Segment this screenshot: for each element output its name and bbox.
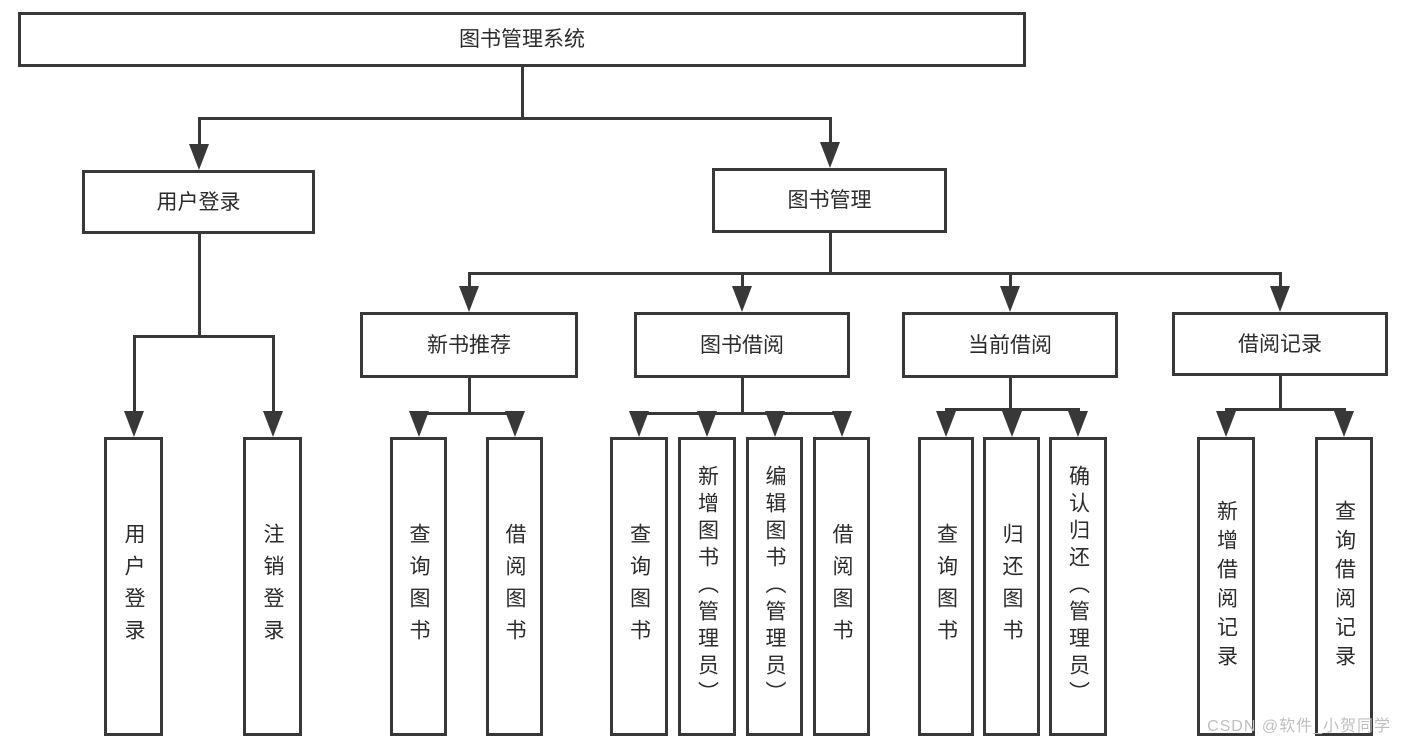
leaf-query-books-2-label: 查询图书	[627, 522, 651, 651]
connector-drop-leaf-log-query	[1343, 408, 1346, 411]
connector-drop-leaf-cur-return	[1011, 408, 1014, 411]
arrowhead-recommend	[459, 286, 479, 312]
arrowhead-leaf-cur-confirm	[1068, 411, 1088, 437]
connector-bar-records	[1225, 408, 1346, 411]
connector-bar-borrowing	[638, 412, 844, 415]
arrowhead-leaf-rec-borrow	[505, 411, 525, 437]
connector-bar-recommend	[418, 412, 517, 415]
leaf-query-books-3-label: 查询图书	[934, 522, 958, 651]
arrowhead-leaf-rec-query	[409, 411, 429, 437]
leaf-user-login: 用户登录	[104, 437, 163, 736]
arrowhead-leaf-user-login	[124, 411, 144, 437]
connector-stem-mgmt	[829, 233, 832, 272]
connector-stem-borrowing	[741, 378, 744, 412]
leaf-user-login-label: 用户登录	[122, 522, 145, 651]
leaf-borrow-books-1: 借阅图书	[486, 437, 543, 736]
connector-stem-records	[1279, 376, 1282, 408]
csdn-watermark: CSDN @软件_小贺同学	[1207, 718, 1391, 735]
leaf-borrow-books-2: 借阅图书	[813, 437, 870, 736]
arrowhead-leaf-logout	[263, 411, 283, 437]
leaf-borrow-books-2-label: 借阅图书	[830, 522, 853, 651]
node-borrowing-records: 借阅记录	[1172, 312, 1388, 376]
connector-drop-mgmt	[829, 117, 832, 142]
node-user-login: 用户登录	[82, 170, 315, 234]
leaf-query-borrow-record: 查询借阅记录	[1315, 437, 1373, 736]
connector-stem-login	[198, 234, 201, 335]
node-current-borrowing-label: 当前借阅	[968, 333, 1052, 357]
node-book-management: 图书管理	[712, 168, 947, 233]
node-book-borrowing: 图书借阅	[634, 312, 850, 378]
connector-bar-root	[198, 117, 832, 120]
connector-drop-recommend	[468, 272, 471, 286]
leaf-logout-label: 注销登录	[261, 522, 284, 651]
leaf-borrow-books-1-label: 借阅图书	[503, 522, 526, 651]
leaf-add-borrow-record-label: 新增借阅记录	[1214, 499, 1238, 674]
arrowhead-leaf-log-add	[1216, 411, 1236, 437]
leaf-query-borrow-record-label: 查询借阅记录	[1332, 499, 1356, 674]
leaf-query-books-2: 查询图书	[610, 437, 668, 736]
arrowhead-leaf-cur-return	[1002, 411, 1022, 437]
arrowhead-login	[189, 144, 209, 170]
node-library-system-label: 图书管理系统	[459, 28, 585, 51]
leaf-return-books-label: 归还图书	[1000, 522, 1023, 651]
connector-drop-records	[1279, 272, 1282, 286]
leaf-add-books-admin-label: 新增图书（管理员）	[695, 465, 719, 708]
node-new-book-recommend-label: 新书推荐	[427, 333, 511, 357]
leaf-return-books: 归还图书	[983, 437, 1040, 736]
arrowhead-borrowing	[732, 286, 752, 312]
connector-stem-root	[521, 67, 524, 117]
leaf-add-borrow-record: 新增借阅记录	[1197, 437, 1255, 736]
node-user-login-label: 用户登录	[156, 190, 241, 214]
leaf-logout: 注销登录	[243, 437, 302, 736]
leaf-confirm-return-admin-label: 确认归还（管理员）	[1066, 465, 1090, 708]
connector-drop-leaf-cur-confirm	[1077, 408, 1080, 411]
node-borrowing-records-label: 借阅记录	[1238, 332, 1322, 356]
connector-bar-mgmt	[468, 272, 1282, 275]
arrowhead-leaf-bor-add	[697, 411, 717, 437]
node-current-borrowing: 当前借阅	[902, 312, 1118, 378]
arrowhead-leaf-bor-edit	[765, 411, 785, 437]
arrowhead-current	[1000, 286, 1020, 312]
connector-drop-login	[198, 117, 201, 144]
leaf-add-books-admin: 新增图书（管理员）	[678, 437, 736, 736]
arrowhead-leaf-bor-borrow	[832, 411, 852, 437]
arrowhead-leaf-cur-query	[936, 411, 956, 437]
node-book-borrowing-label: 图书借阅	[700, 333, 784, 357]
arrowhead-leaf-log-query	[1334, 411, 1354, 437]
node-library-system: 图书管理系统	[18, 12, 1026, 67]
arrowhead-records	[1270, 286, 1290, 312]
leaf-confirm-return-admin: 确认归还（管理员）	[1049, 437, 1107, 736]
leaf-edit-books-admin: 编辑图书（管理员）	[746, 437, 803, 736]
connector-drop-borrowing	[741, 272, 744, 286]
arrowhead-leaf-bor-query	[629, 411, 649, 437]
connector-stem-recommend	[468, 378, 471, 412]
connector-stem-current	[1009, 378, 1012, 408]
leaf-query-books-1: 查询图书	[390, 437, 447, 736]
node-new-book-recommend: 新书推荐	[360, 312, 578, 378]
connector-drop-current	[1009, 272, 1012, 286]
leaf-edit-books-admin-label: 编辑图书（管理员）	[763, 465, 786, 708]
connector-drop-leaf-user-login	[133, 335, 136, 411]
leaf-query-books-3: 查询图书	[918, 437, 974, 736]
connector-bar-login	[133, 335, 275, 338]
connector-drop-leaf-cur-query	[945, 408, 948, 411]
arrowhead-mgmt	[820, 142, 840, 168]
node-book-management-label: 图书管理	[787, 189, 872, 212]
connector-drop-leaf-logout	[272, 335, 275, 411]
connector-drop-leaf-log-add	[1225, 408, 1228, 411]
leaf-query-books-1-label: 查询图书	[407, 522, 430, 651]
